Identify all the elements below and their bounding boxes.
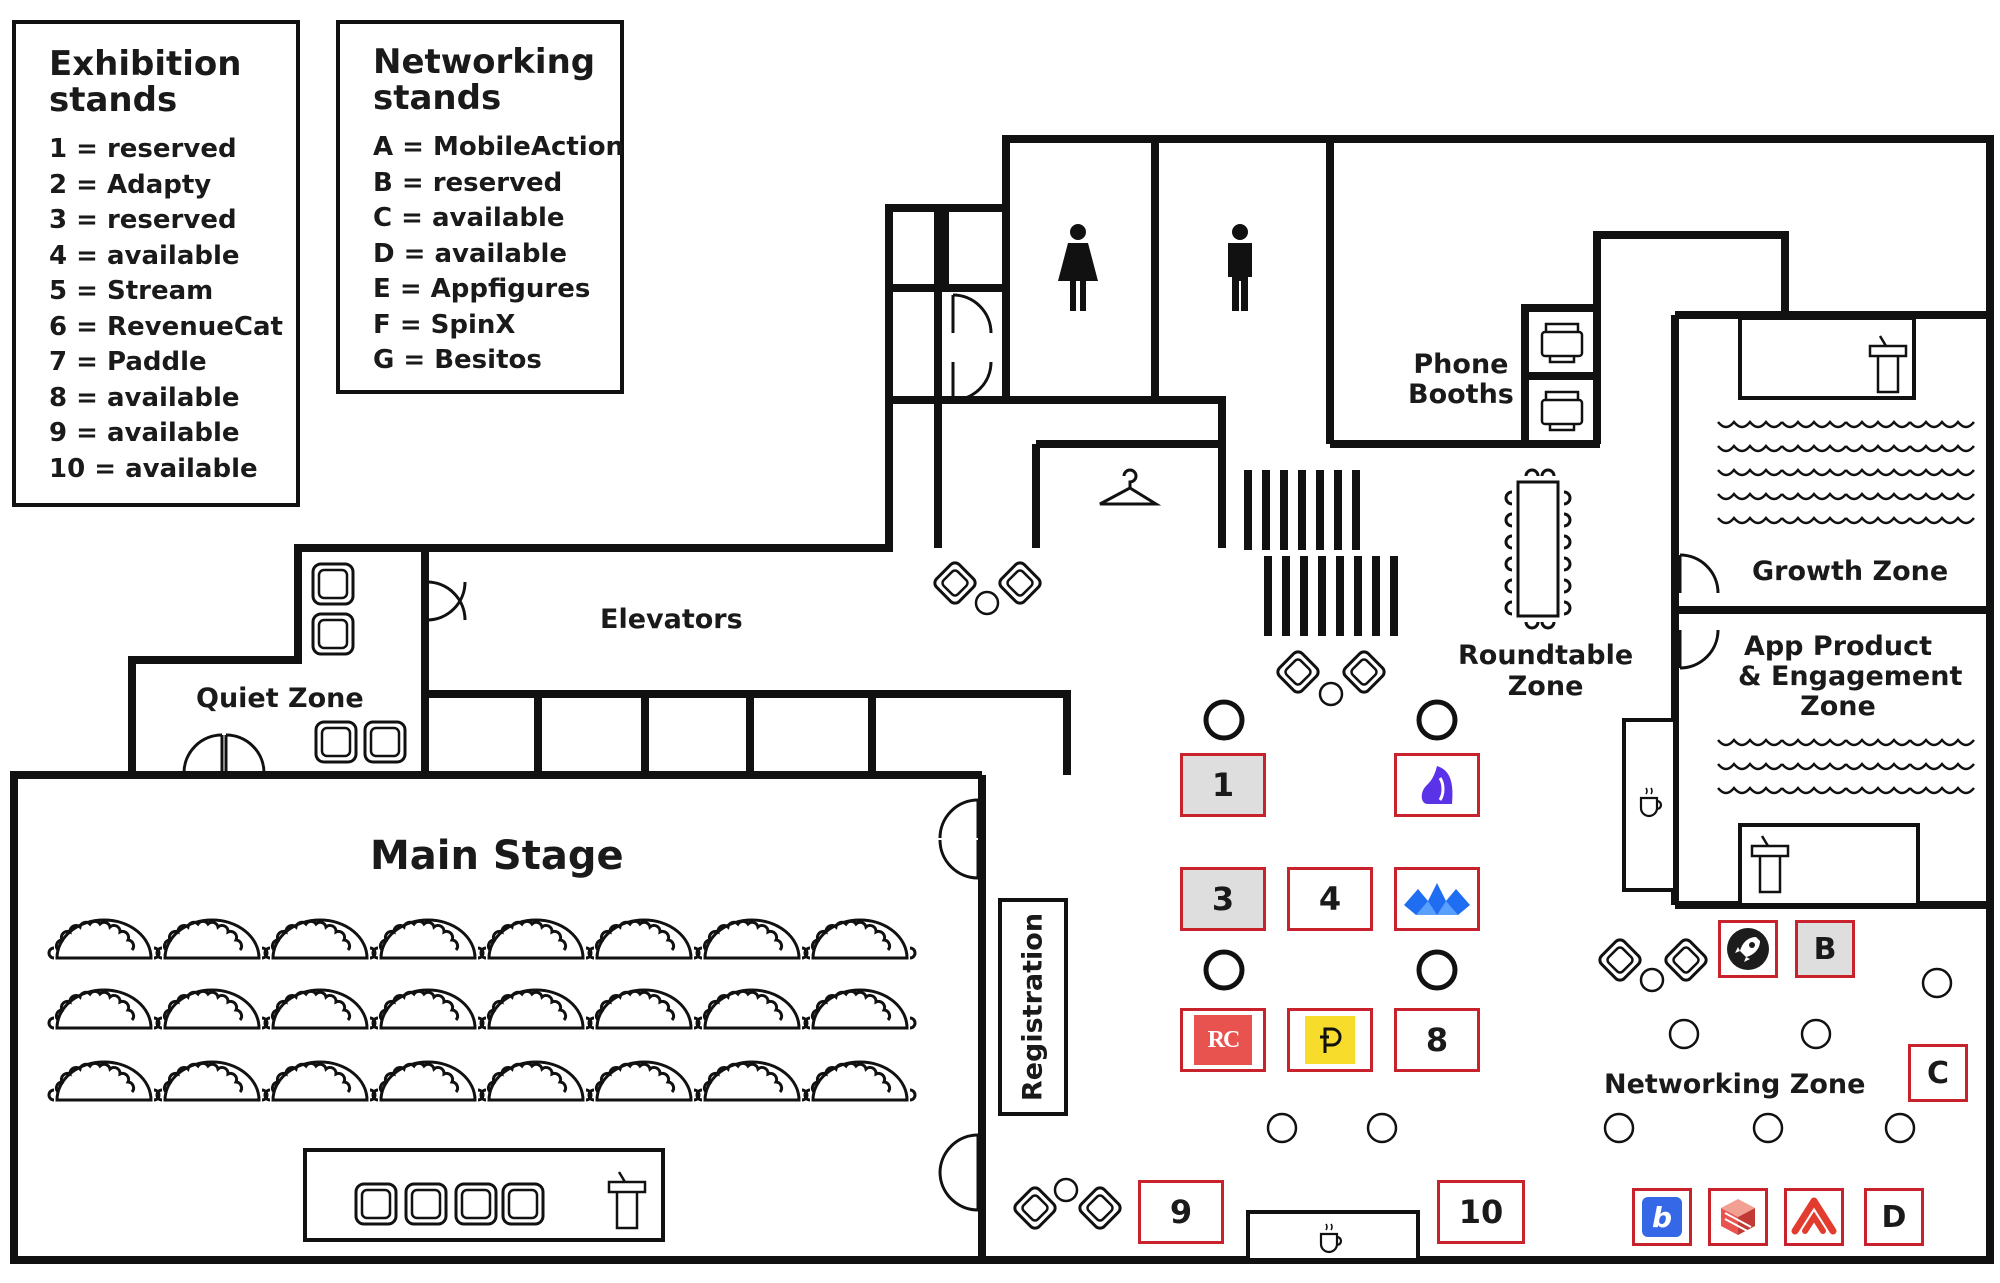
- stand-c[interactable]: C: [1908, 1044, 1968, 1102]
- legend-item: 10 = available: [49, 453, 258, 484]
- stand-g-besitos[interactable]: b: [1632, 1188, 1692, 1246]
- app-product-line: & Engagement: [1738, 661, 1963, 692]
- legend-item: B = reserved: [373, 167, 563, 198]
- phone-booths-line: Phone: [1413, 349, 1509, 380]
- app-product-line: Zone: [1800, 691, 1876, 722]
- stand-a-mobileaction[interactable]: [1718, 920, 1778, 978]
- legend-item: 2 = Adapty: [49, 169, 212, 200]
- zone-label-quiet-zone: Quiet Zone: [196, 683, 364, 714]
- adapty-logo-icon: [1421, 766, 1453, 804]
- stand-5-stream[interactable]: [1394, 867, 1480, 931]
- zone-label-registration: Registration: [1017, 912, 1049, 1102]
- legend-item: 9 = available: [49, 418, 240, 448]
- stand-4[interactable]: 4: [1287, 867, 1373, 931]
- zone-label-phone-booths: Phone Booths: [1408, 350, 1514, 410]
- legend-item: F = SpinX: [373, 309, 516, 340]
- legend-exhibition: Exhibition stands 1 = reserved 2 = Adapt…: [12, 20, 300, 507]
- zone-label-elevators: Elevators: [600, 604, 743, 635]
- zone-label-app-product: App Product & Engagement Zone: [1738, 631, 1962, 722]
- legend-item: 8 = available: [49, 382, 240, 413]
- stand-f-spinx[interactable]: [1708, 1188, 1768, 1246]
- roundtable-line: Zone: [1507, 671, 1584, 702]
- zone-label-roundtable: Roundtable Zone: [1458, 640, 1633, 702]
- appfigures-logo-icon: [1791, 1197, 1837, 1235]
- app-product-zone-seating: [1622, 718, 1976, 907]
- rocket-icon: [1727, 928, 1769, 970]
- legend-item: 3 = reserved: [49, 205, 237, 235]
- legend-item: 1 = reserved: [49, 134, 237, 164]
- legend-item: 7 = Paddle: [49, 347, 207, 377]
- stand-9[interactable]: 9: [1138, 1180, 1224, 1244]
- stand-2-adapty[interactable]: [1394, 753, 1480, 817]
- legend-exhibition-title-2: stands: [49, 80, 178, 120]
- zone-label-networking: Networking Zone: [1604, 1069, 1866, 1100]
- stairs: [1244, 470, 1398, 636]
- stand-b[interactable]: B: [1795, 920, 1855, 978]
- stream-logo-icon: [1404, 883, 1470, 915]
- stand-1[interactable]: 1: [1180, 753, 1266, 817]
- legend-exhibition-title: Exhibition: [49, 44, 242, 84]
- roundtable-line: Roundtable: [1458, 640, 1634, 671]
- revenuecat-logo-icon: RC: [1194, 1015, 1252, 1065]
- stand-8[interactable]: 8: [1394, 1008, 1480, 1072]
- app-product-line: App Product: [1743, 631, 1933, 662]
- networking-tables: [1266, 967, 1953, 1144]
- legend-item: C = available: [373, 203, 565, 233]
- legend-item: E = Appfigures: [373, 274, 591, 304]
- registration-desk: [998, 898, 1068, 1116]
- walls: [10, 135, 1994, 1264]
- legend-item: 5 = Stream: [49, 276, 214, 306]
- stand-7-paddle[interactable]: [1287, 1008, 1373, 1072]
- high-tables: [1203, 699, 1458, 991]
- revenuecat-logo-text: RC: [1207, 1026, 1241, 1053]
- besitos-logo-text: b: [1651, 1200, 1673, 1234]
- besitos-logo-icon: b: [1642, 1197, 1682, 1237]
- legend-item: 6 = RevenueCat: [49, 311, 283, 342]
- woman-restroom-icon: [1058, 224, 1098, 311]
- stand-3[interactable]: 3: [1180, 867, 1266, 931]
- zone-label-main-stage: Main Stage: [370, 833, 624, 879]
- legend-item: D = available: [373, 238, 568, 269]
- man-restroom-icon: [1228, 224, 1252, 311]
- paddle-logo-icon: [1305, 1016, 1355, 1064]
- spinx-logo-icon: [1721, 1199, 1755, 1235]
- stand-d[interactable]: D: [1864, 1188, 1924, 1246]
- main-stage-seats: [47, 918, 917, 1242]
- legend-item: 4 = available: [49, 240, 240, 271]
- legend-networking: Networking stands A = MobileAction B = r…: [336, 20, 624, 394]
- stand-10[interactable]: 10: [1437, 1180, 1525, 1244]
- stand-e-appfigures[interactable]: [1784, 1188, 1844, 1246]
- legend-networking-title: Networking: [373, 42, 596, 82]
- growth-zone-seating: [1716, 316, 1976, 525]
- stand-6-revenuecat[interactable]: RC: [1180, 1008, 1266, 1072]
- legend-item: A = MobileAction: [373, 132, 625, 162]
- zone-label-growth-zone: Growth Zone: [1752, 556, 1949, 587]
- coat-hanger-icon: [1099, 468, 1162, 506]
- coffee-bar: [1246, 1210, 1420, 1262]
- roundtable: [1504, 468, 1572, 630]
- legend-networking-title-2: stands: [373, 78, 502, 118]
- phone-booths-line: Booths: [1408, 379, 1514, 410]
- lounge-chair-icon: [930, 558, 1711, 1233]
- legend-item: G = Besitos: [373, 345, 542, 375]
